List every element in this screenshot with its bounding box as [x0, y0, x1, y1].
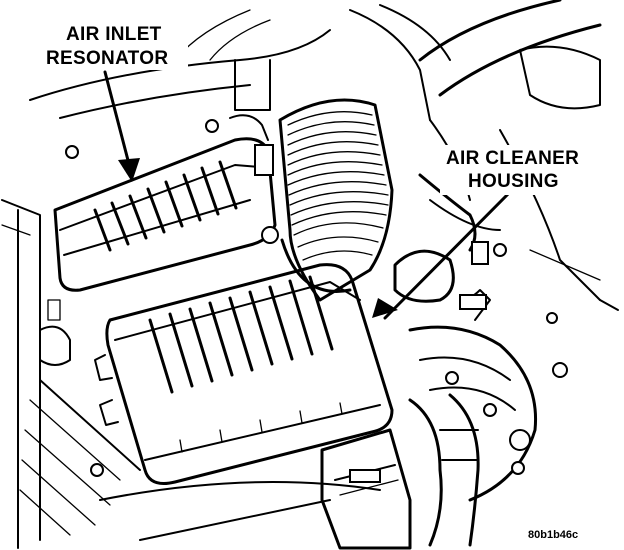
housing-ribs [148, 275, 334, 394]
label-air-inlet-resonator: AIR INLET RESONATOR [38, 20, 188, 70]
air-inlet-resonator [53, 114, 277, 292]
radiator-grille [19, 379, 141, 536]
resonator-ribs [93, 160, 238, 252]
label-resonator-line1: AIR INLET [66, 24, 162, 45]
housing-arrow [372, 190, 512, 320]
label-housing-backing [440, 145, 588, 195]
label-housing-line1: AIR CLEANER [446, 148, 579, 169]
right-side-components [320, 173, 538, 550]
label-resonator-backing [38, 20, 188, 70]
resonator-arrow [103, 70, 140, 182]
air-cleaner-housing [94, 263, 394, 485]
label-air-cleaner-housing: AIR CLEANER HOUSING [440, 145, 588, 195]
inlet-hose [261, 98, 394, 302]
label-housing-line2: HOUSING [468, 171, 559, 192]
figure-code: 80b1b46c [528, 529, 578, 541]
hose-corrugations [287, 111, 389, 261]
label-resonator-line2: RESONATOR [46, 48, 168, 69]
